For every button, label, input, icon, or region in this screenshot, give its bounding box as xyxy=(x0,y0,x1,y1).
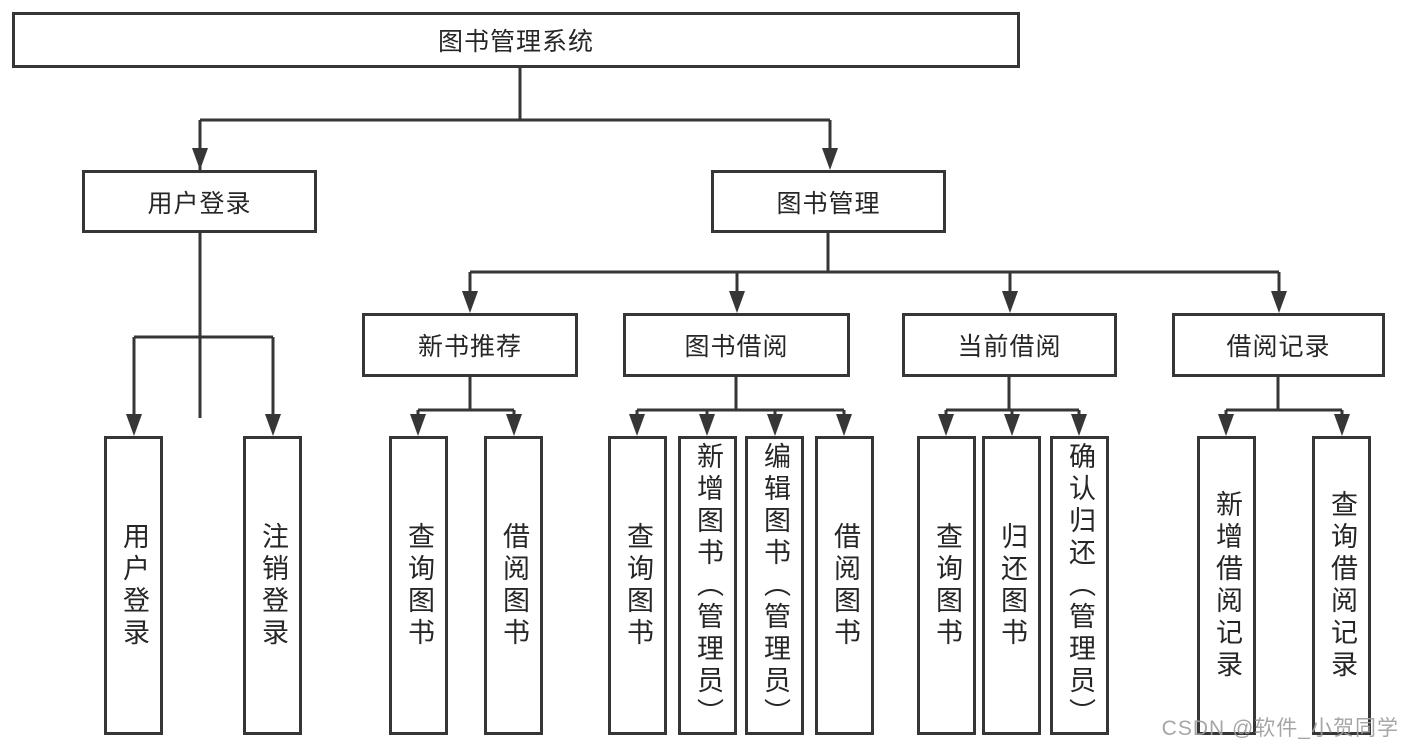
leaf-query-books-borrowing-label: 查询图书 xyxy=(623,521,653,650)
node-current-borrowing-label: 当前借阅 xyxy=(957,333,1062,361)
node-book-borrowing: 图书借阅 xyxy=(623,313,850,377)
node-new-book-recommendation: 新书推荐 xyxy=(362,313,578,377)
leaf-query-borrow-record: 查询借阅记录 xyxy=(1312,436,1371,735)
leaf-logout-label: 注销登录 xyxy=(258,521,288,650)
leaf-user-login: 用户登录 xyxy=(104,436,163,735)
leaf-query-borrow-record-label: 查询借阅记录 xyxy=(1327,489,1357,682)
leaf-return-book: 归还图书 xyxy=(982,436,1041,735)
leaf-borrow-books-borrowing: 借阅图书 xyxy=(815,436,874,735)
leaf-query-books-current: 查询图书 xyxy=(917,436,976,735)
node-user-login-branch-label: 用户登录 xyxy=(147,189,252,218)
leaf-user-login-label: 用户登录 xyxy=(119,521,149,650)
leaf-query-books-recommend-label: 查询图书 xyxy=(404,521,434,650)
leaf-return-book-label: 归还图书 xyxy=(997,521,1027,650)
node-book-management: 图书管理 xyxy=(711,170,946,233)
leaf-add-book-admin-label: 新增图书（管理员） xyxy=(693,441,723,730)
leaf-logout: 注销登录 xyxy=(243,436,302,735)
leaf-add-borrow-record: 新增借阅记录 xyxy=(1197,436,1256,735)
leaf-confirm-return-admin-label: 确认归还（管理员） xyxy=(1065,441,1095,730)
node-current-borrowing: 当前借阅 xyxy=(902,313,1117,377)
leaf-borrow-books-recommend: 借阅图书 xyxy=(484,436,543,735)
leaf-add-borrow-record-label: 新增借阅记录 xyxy=(1212,489,1242,682)
leaf-query-books-recommend: 查询图书 xyxy=(389,436,448,735)
leaf-confirm-return-admin: 确认归还（管理员） xyxy=(1050,436,1109,735)
node-book-management-label: 图书管理 xyxy=(776,189,881,218)
node-borrowing-records: 借阅记录 xyxy=(1172,313,1385,377)
leaf-edit-book-admin-label: 编辑图书（管理员） xyxy=(760,441,790,730)
node-root-library-system: 图书管理系统 xyxy=(12,12,1020,68)
node-book-borrowing-label: 图书借阅 xyxy=(684,333,789,361)
node-user-login-branch: 用户登录 xyxy=(82,170,317,233)
leaf-borrow-books-borrowing-label: 借阅图书 xyxy=(830,521,860,650)
leaf-add-book-admin: 新增图书（管理员） xyxy=(678,436,737,735)
leaf-borrow-books-recommend-label: 借阅图书 xyxy=(499,521,529,650)
leaf-query-books-current-label: 查询图书 xyxy=(932,521,962,650)
node-borrowing-records-label: 借阅记录 xyxy=(1226,333,1331,361)
node-root-label: 图书管理系统 xyxy=(437,28,594,56)
leaf-query-books-borrowing: 查询图书 xyxy=(608,436,667,735)
leaf-edit-book-admin: 编辑图书（管理员） xyxy=(745,436,804,735)
node-new-book-recommendation-label: 新书推荐 xyxy=(417,333,522,361)
arrowheads xyxy=(126,148,1350,436)
csdn-watermark: CSDN @软件_小贺同学 xyxy=(1161,717,1399,740)
